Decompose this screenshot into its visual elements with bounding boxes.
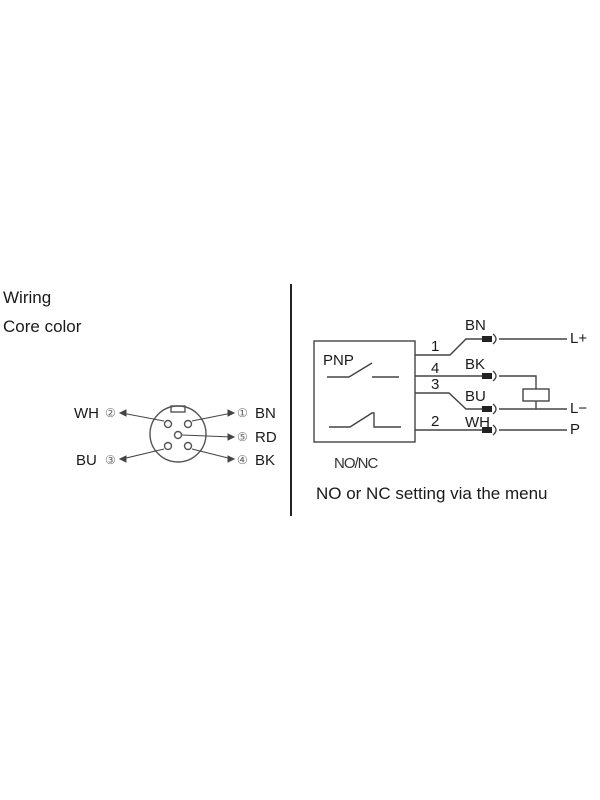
wire-pin-number: 1 <box>431 338 440 355</box>
core-color-label: WH <box>74 405 99 422</box>
pin-number: ⑤ <box>237 430 248 444</box>
no-switch-symbol <box>327 362 373 378</box>
wire-color-label: WH <box>465 414 490 431</box>
switching-mode-label: NO/NC <box>334 455 378 472</box>
wire-1 <box>415 338 484 356</box>
wire-pin-number: 4 <box>431 360 440 377</box>
nc-switch-symbol <box>329 412 401 428</box>
pin-number: ② <box>105 406 116 420</box>
pin-4-socket <box>183 441 193 451</box>
wire-color-label: BK <box>465 356 486 373</box>
wire-color-label: BN <box>465 317 486 334</box>
pin-1-socket <box>183 419 193 429</box>
connector-outline <box>149 405 207 463</box>
load-symbol <box>522 388 550 402</box>
terminal-label: L− <box>570 400 588 417</box>
pin-number: ① <box>237 406 248 420</box>
wire-color-label: BU <box>465 388 486 405</box>
connector-key-notch <box>170 405 186 413</box>
pin-number: ③ <box>105 453 116 467</box>
wire-pin-number: 3 <box>431 376 440 393</box>
wire-3 <box>415 392 484 410</box>
core-color-label: BU <box>76 452 97 469</box>
pin-3-socket <box>163 441 173 451</box>
connector-leaders <box>118 409 236 463</box>
terminal-label: L+ <box>570 330 588 347</box>
pnp-circuit <box>313 333 567 443</box>
plug-pins <box>482 336 492 433</box>
configuration-note: NO or NC setting via the menu <box>316 484 548 503</box>
core-color-label: BK <box>255 452 276 469</box>
connector-face <box>149 405 207 463</box>
pin-2-socket <box>163 419 173 429</box>
pin-number: ④ <box>237 453 248 467</box>
output-type-label: PNP <box>323 352 354 369</box>
section-title: Wiring <box>3 288 52 307</box>
pin-5-socket <box>173 430 183 440</box>
core-color-label: RD <box>255 429 277 446</box>
terminal-label: P <box>570 421 581 438</box>
sensor-box <box>313 340 416 443</box>
wire-pin-number: 2 <box>431 413 440 430</box>
section-subtitle: Core color <box>3 317 82 336</box>
core-color-label: BN <box>255 405 276 422</box>
